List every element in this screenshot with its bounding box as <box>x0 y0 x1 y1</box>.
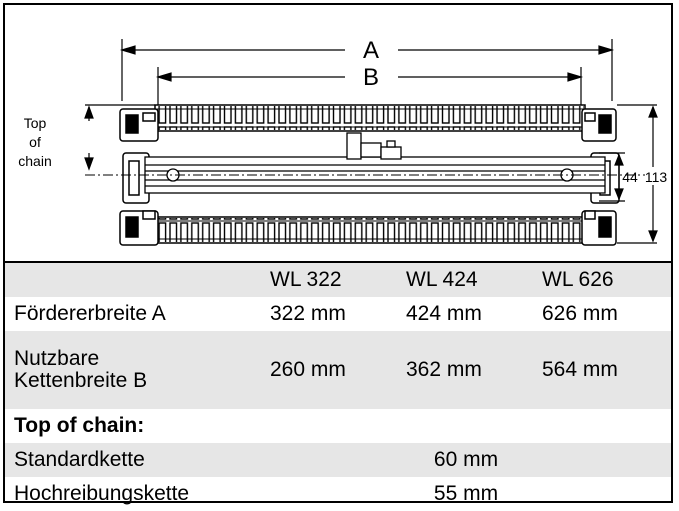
table-header-wl322: WL 322 <box>261 263 397 297</box>
table-header-wl424: WL 424 <box>397 263 533 297</box>
cell-usable-width-wl424: 362 mm <box>397 331 533 409</box>
table-row-standard-chain: Standardkette 60 mm <box>5 443 671 477</box>
top-of-chain-indicator <box>84 104 155 171</box>
cell-usable-width-wl626: 564 mm <box>533 331 671 409</box>
dimension-a-line <box>119 39 615 101</box>
dimension-44-label: 44 <box>622 169 638 185</box>
row-label-high-friction-chain: Hochreibungskette <box>14 482 190 505</box>
row-label-usable-line2: Kettenbreite B <box>14 369 148 392</box>
table-row-conveyor-width: Fördererbreite A 322 mm 424 mm 626 mm <box>5 297 671 331</box>
section-title-top-of-chain: Top of chain: <box>14 414 145 437</box>
table-header-wl626: WL 626 <box>533 263 671 297</box>
center-bracket <box>346 132 402 160</box>
top-of-chain-label-line1: Top <box>24 115 47 131</box>
table-section-top-of-chain: Top of chain: <box>5 409 671 443</box>
dimension-b-line <box>155 67 584 105</box>
top-of-chain-label-line2: of <box>29 134 41 150</box>
row-label-standard-chain: Standardkette <box>5 443 261 477</box>
dimension-b-label: B <box>363 64 379 91</box>
row-label-usable-chain-width: Nutzbare Kettenbreite B <box>5 331 261 409</box>
row-label-conveyor-width: Fördererbreite A <box>14 302 166 325</box>
cell-conveyor-width-wl424: 424 mm <box>406 302 482 325</box>
row-label-usable-line1: Nutzbare <box>14 347 100 370</box>
cell-conveyor-width-wl626: 626 mm <box>542 302 618 325</box>
conveyor-cross-section-drawing: A B <box>5 5 671 263</box>
upper-chain <box>154 104 586 132</box>
spec-sheet: A B <box>3 3 673 505</box>
dimension-113-label: 113 <box>645 169 668 185</box>
dimension-113-line <box>617 104 658 244</box>
top-of-chain-label-line3: chain <box>18 153 51 169</box>
cell-standard-chain-value: 60 mm <box>261 443 671 477</box>
dimension-44-line <box>599 152 625 202</box>
dimension-table: WL 322 WL 424 WL 626 Fördererbreite A 32… <box>5 263 671 511</box>
cell-conveyor-width-wl322: 322 mm <box>270 302 346 325</box>
cell-usable-width-wl322: 260 mm <box>261 331 397 409</box>
lower-chain <box>154 216 586 244</box>
table-row-high-friction-chain: Hochreibungskette 55 mm <box>5 477 671 511</box>
table-header-empty <box>5 263 261 297</box>
table-row-usable-chain-width: Nutzbare Kettenbreite B 260 mm 362 mm 56… <box>5 331 671 409</box>
cell-high-friction-chain-value: 55 mm <box>433 482 499 505</box>
cross-section-svg: A B <box>18 37 668 246</box>
dimension-a-label: A <box>363 37 379 64</box>
table-header-row: WL 322 WL 424 WL 626 <box>5 263 671 297</box>
left-side-profile <box>119 108 159 246</box>
